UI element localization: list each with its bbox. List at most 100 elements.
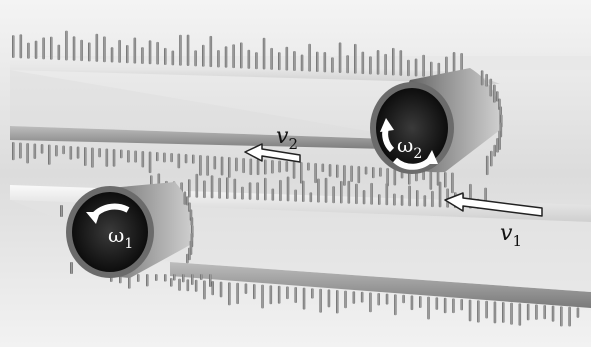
spike xyxy=(552,306,555,322)
spike xyxy=(316,52,319,72)
spike xyxy=(348,181,351,204)
spike xyxy=(361,292,364,303)
spike xyxy=(325,178,328,203)
spike xyxy=(127,150,130,163)
spike xyxy=(264,178,267,201)
spike xyxy=(270,285,273,304)
spike xyxy=(402,295,405,303)
spike xyxy=(295,287,298,303)
spike xyxy=(41,144,44,154)
spike xyxy=(339,42,342,73)
spike xyxy=(70,146,73,160)
spike xyxy=(494,301,497,323)
spike xyxy=(65,31,68,61)
spike xyxy=(416,190,419,207)
spike xyxy=(317,179,320,203)
spike xyxy=(502,302,505,323)
spike xyxy=(211,175,214,198)
spike xyxy=(58,45,61,60)
spike xyxy=(12,142,15,160)
spike xyxy=(307,163,310,171)
spike xyxy=(322,164,325,173)
spike xyxy=(293,51,296,71)
spike xyxy=(494,145,497,157)
spike xyxy=(490,79,493,97)
spike xyxy=(452,298,455,313)
spike xyxy=(353,291,356,304)
spike xyxy=(134,38,137,64)
spike xyxy=(560,306,563,326)
spike xyxy=(118,40,121,63)
spike xyxy=(149,152,152,174)
spike xyxy=(226,177,229,199)
spike xyxy=(430,171,433,190)
spike xyxy=(209,274,212,287)
spike xyxy=(217,50,220,67)
spike xyxy=(62,146,65,155)
spike xyxy=(212,281,215,295)
spike xyxy=(300,162,303,184)
spike xyxy=(392,48,395,76)
spike xyxy=(393,194,396,206)
spike xyxy=(535,304,538,319)
spike xyxy=(407,60,410,76)
spike xyxy=(178,154,181,169)
spike xyxy=(170,153,173,162)
spike xyxy=(510,303,513,325)
spike xyxy=(461,299,464,310)
spike xyxy=(363,190,366,204)
spike xyxy=(200,274,203,280)
spike xyxy=(477,300,480,322)
spike xyxy=(427,297,430,320)
spike xyxy=(278,286,281,304)
spike xyxy=(26,143,29,163)
spike xyxy=(60,205,63,217)
spike xyxy=(431,191,434,207)
spike xyxy=(415,59,418,77)
spike xyxy=(240,42,243,68)
spike xyxy=(178,279,181,291)
spike xyxy=(568,307,571,327)
spike xyxy=(250,159,253,176)
spike xyxy=(469,300,472,322)
spike xyxy=(272,188,275,200)
spike xyxy=(214,156,217,170)
spike xyxy=(424,195,427,207)
spike xyxy=(378,293,381,306)
spike xyxy=(221,157,224,176)
spike xyxy=(278,52,281,70)
spike xyxy=(137,274,140,282)
spike xyxy=(42,37,45,59)
spike xyxy=(527,304,530,321)
spike xyxy=(386,294,389,305)
spike xyxy=(496,138,499,153)
spike xyxy=(264,160,267,175)
spike xyxy=(377,50,380,75)
spike xyxy=(261,285,264,309)
spike xyxy=(331,57,334,72)
spike xyxy=(519,303,522,326)
spike xyxy=(343,165,346,186)
spike xyxy=(496,91,499,101)
spike xyxy=(142,151,145,167)
spike xyxy=(235,158,238,172)
spike xyxy=(436,297,439,310)
spike xyxy=(303,288,306,310)
spike xyxy=(19,143,22,159)
spike xyxy=(191,217,194,226)
spike xyxy=(191,274,194,285)
spike xyxy=(196,174,199,198)
spike xyxy=(20,34,23,58)
spike xyxy=(370,183,373,205)
spike xyxy=(185,154,188,163)
spike xyxy=(400,50,403,76)
spike xyxy=(332,186,335,203)
spike xyxy=(195,280,198,292)
spike xyxy=(485,301,488,319)
spike xyxy=(113,149,116,167)
spike xyxy=(210,36,213,67)
spike xyxy=(80,40,83,61)
spike xyxy=(256,182,259,200)
spike xyxy=(422,55,425,77)
